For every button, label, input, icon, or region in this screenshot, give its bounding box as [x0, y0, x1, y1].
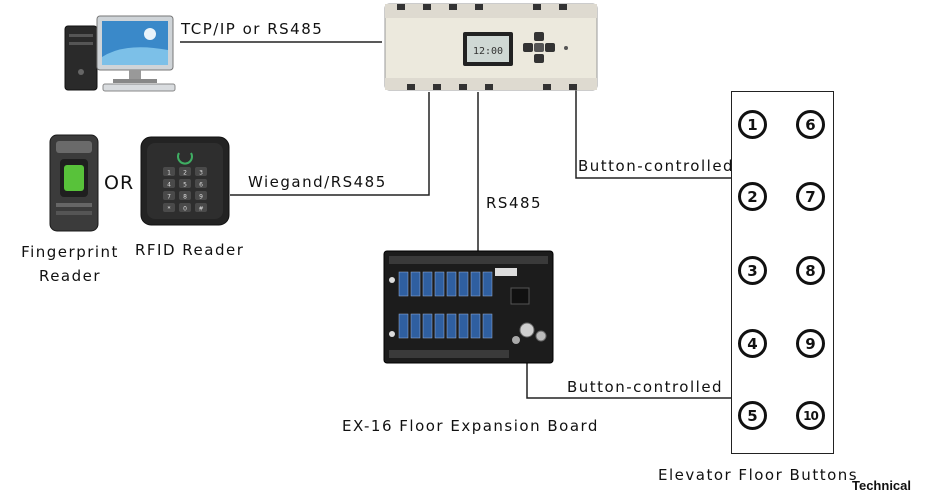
relay [422, 271, 433, 297]
button-controlled-bottom-label: Button-controlled [567, 378, 724, 396]
relay [434, 271, 445, 297]
keypad-key [195, 179, 207, 188]
elevator-buttons-label: Elevator Floor Buttons [658, 466, 859, 484]
relay [458, 313, 469, 339]
keypad-key [163, 167, 175, 176]
keypad-key [179, 179, 191, 188]
access-controller: 12:00 [383, 2, 599, 94]
keypad-key [179, 191, 191, 200]
keypad-key-label: 8 [183, 194, 187, 201]
relay [446, 271, 457, 297]
floor-button-3[interactable]: 3 [738, 256, 767, 285]
floor-button-6[interactable]: 6 [796, 110, 825, 139]
fingerprint-label: Fingerprint Reader [8, 240, 132, 288]
floor-button-5[interactable]: 5 [738, 401, 767, 430]
keypad-key [163, 179, 175, 188]
keypad-key-label: 9 [199, 194, 203, 201]
elevator-button-panel: 1 2 3 4 5 6 7 8 9 10 [731, 91, 834, 454]
expansion-board [383, 250, 554, 364]
keypad-key-label: 6 [199, 182, 203, 189]
relay [470, 313, 481, 339]
floor-button-7[interactable]: 7 [796, 182, 825, 211]
controller-display-text: 12:00 [473, 46, 503, 57]
floor-button-2[interactable]: 2 [738, 182, 767, 211]
tcp-label: TCP/IP or RS485 [181, 20, 324, 38]
rfid-label: RFID Reader [135, 241, 245, 259]
fingerprint-label-line2: Reader [38, 267, 102, 285]
keypad-key [179, 167, 191, 176]
keypad-key [163, 191, 175, 200]
technical-watermark: Technical [852, 478, 912, 493]
keypad-key-label: 1 [167, 170, 171, 177]
relay [434, 313, 445, 339]
button-line-top [575, 86, 731, 179]
expansion-board-label: EX-16 Floor Expansion Board [342, 417, 599, 435]
wiegand-label: Wiegand/RS485 [248, 173, 387, 191]
keypad-key-label: 7 [167, 194, 171, 201]
floor-button-4[interactable]: 4 [738, 329, 767, 358]
keypad-key-label: # [198, 206, 203, 213]
relay [482, 313, 493, 339]
floor-button-9[interactable]: 9 [796, 329, 825, 358]
keypad-key-label: 0 [183, 206, 187, 213]
rfid-keypad: 1 2 3 4 5 6 7 8 9 * 0 # [163, 167, 207, 213]
keypad-key [195, 203, 207, 212]
relay [398, 271, 409, 297]
relay [458, 271, 469, 297]
or-label: OR [104, 172, 135, 194]
relay [410, 313, 421, 339]
keypad-key [195, 167, 207, 176]
keypad-key [179, 203, 191, 212]
floor-button-1[interactable]: 1 [738, 110, 767, 139]
computer-icon [55, 12, 185, 92]
fingerprint-label-line1: Fingerprint [21, 243, 119, 261]
relay [410, 271, 421, 297]
relay [422, 313, 433, 339]
relay [482, 271, 493, 297]
keypad-key-label: 2 [183, 170, 187, 177]
keypad-key-label: * [168, 206, 171, 213]
keypad-key [163, 203, 175, 212]
keypad-key [195, 191, 207, 200]
floor-button-10[interactable]: 10 [796, 401, 825, 430]
wiegand-line [230, 92, 430, 196]
keypad-key-label: 4 [167, 182, 171, 189]
relay [446, 313, 457, 339]
rfid-reader-icon: 1 2 3 4 5 6 7 8 9 * 0 # [139, 135, 231, 227]
button-line-bottom [526, 362, 731, 399]
button-controlled-top-label: Button-controlled [578, 157, 735, 175]
rs485-label: RS485 [486, 194, 543, 212]
floor-button-8[interactable]: 8 [796, 256, 825, 285]
keypad-key-label: 3 [199, 170, 203, 177]
relay [398, 313, 409, 339]
keypad-key-label: 5 [183, 182, 187, 189]
relay [470, 271, 481, 297]
fingerprint-reader-icon [48, 133, 100, 233]
